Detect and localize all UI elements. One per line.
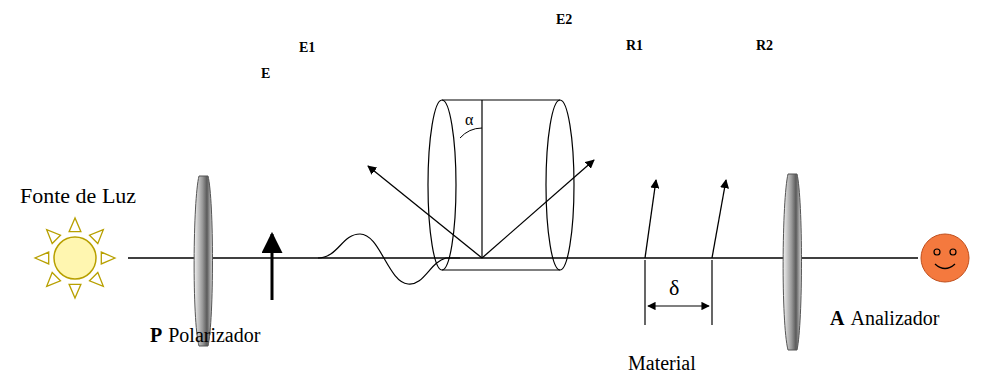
- sun-ray: [69, 284, 81, 298]
- light-wave: [318, 234, 460, 284]
- ray-label: R1: [626, 38, 643, 53]
- source-label: Fonte de Luz: [20, 184, 136, 208]
- ordinary-ray-vector: [368, 166, 482, 258]
- sun-ray: [47, 230, 61, 244]
- observer-face: [921, 234, 969, 282]
- angle-arc: [460, 128, 482, 138]
- part-letter: A: [830, 307, 844, 329]
- light-source-icon: [35, 218, 115, 298]
- sun-ray: [101, 252, 115, 264]
- part-name: Analizador: [850, 307, 939, 329]
- sun-ray: [90, 273, 104, 287]
- extraordinary-ray-vector: [482, 160, 594, 258]
- polarizer-lens: [194, 176, 212, 346]
- crystal-cylinder: [428, 100, 574, 270]
- sun-ray: [90, 230, 104, 244]
- r1-vector: [645, 180, 656, 258]
- dimension-label: δ: [669, 276, 679, 300]
- analyzer-lens: [783, 174, 801, 350]
- field-label: E1: [299, 40, 315, 55]
- sun-ray: [69, 218, 81, 232]
- part-letter: P: [150, 324, 162, 346]
- sun-ray: [35, 252, 49, 264]
- field-label: E2: [556, 12, 572, 27]
- sun-ray: [47, 273, 61, 287]
- angle-label: α: [465, 111, 473, 129]
- retardation-dimension: [645, 260, 712, 325]
- part-name: Polarizador: [168, 324, 260, 346]
- part-name: Material: [628, 352, 696, 374]
- field-label: E: [261, 66, 270, 81]
- r2-vector: [712, 180, 726, 258]
- polarization-vector: [271, 234, 274, 300]
- ray-label: R2: [756, 38, 773, 53]
